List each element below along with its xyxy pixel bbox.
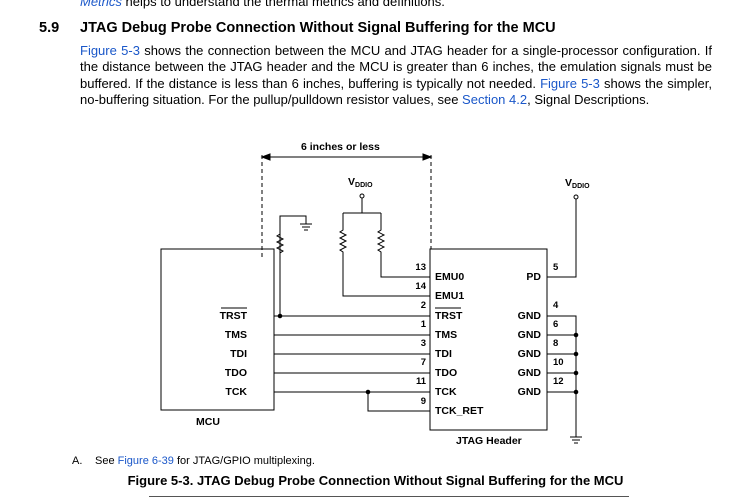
distance-label: 6 inches or less — [301, 141, 380, 153]
pin-number: 5 — [553, 262, 559, 273]
pin-number: 12 — [553, 376, 564, 387]
pin-number: 8 — [553, 338, 558, 349]
paragraph-text: shows the simpler, no-buffering situatio… — [80, 75, 712, 107]
arrow-head-left — [260, 153, 271, 161]
header-pin-gnd: GND — [518, 367, 542, 379]
emu1-pullup-resistor-icon — [338, 213, 430, 297]
pin-number: 4 — [553, 300, 559, 311]
section-number: 5.9 — [39, 20, 60, 36]
tck-ret-wire — [367, 392, 430, 412]
vddio-label: VDDIO — [348, 176, 373, 189]
paragraph-text: shows the connection between the MCU and… — [80, 43, 712, 91]
header-pin-trst: TRST — [435, 310, 463, 322]
pulldown-resistor-icon — [275, 233, 285, 254]
pin-number: 11 — [416, 376, 427, 387]
junction-dot — [365, 389, 371, 395]
header-pin-tck-ret: TCK_RET — [435, 405, 484, 417]
paragraph-text: , Signal Descriptions. — [527, 91, 650, 107]
header-pin-gnd: GND — [518, 348, 542, 360]
header-pin-tck: TCK — [435, 386, 457, 398]
figure-link[interactable]: Figure 5-3 — [80, 43, 140, 58]
pin-number: 13 — [415, 262, 426, 273]
mcu-pin-tck: TCK — [225, 386, 247, 398]
header-pin-emu1: EMU1 — [435, 290, 464, 302]
pin-number: 14 — [415, 281, 426, 292]
header-pin-gnd: GND — [518, 310, 542, 322]
header-pin-tdi: TDI — [435, 348, 452, 360]
header-pin-gnd: GND — [518, 386, 542, 398]
pin-number: 10 — [553, 357, 564, 368]
note-text: for JTAG/GPIO multiplexing. — [173, 455, 315, 467]
figure-note: A. See Figure 6-39 for JTAG/GPIO multiple… — [72, 455, 315, 467]
mcu-pin-tms: TMS — [225, 329, 247, 341]
pin-number: 1 — [421, 319, 427, 330]
pulldown-wire-top — [279, 215, 307, 234]
section-link[interactable]: Section 4.2 — [462, 91, 528, 107]
note-letter: A. — [72, 455, 83, 467]
vddio-terminal-icon — [359, 193, 365, 199]
pin-number: 9 — [421, 396, 426, 407]
pin-number: 6 — [553, 319, 558, 330]
figure-link[interactable]: Figure 5-3 — [540, 75, 600, 91]
jtag-header-box — [429, 248, 548, 431]
mcu-pin-tdo: TDO — [225, 367, 247, 379]
pin-number: 2 — [421, 300, 426, 311]
previous-text: helps to understand the thermal metrics … — [121, 0, 445, 9]
figure-caption: Figure 5-3. JTAG Debug Probe Connection … — [127, 473, 624, 488]
header-pin-pd: PD — [526, 271, 541, 283]
emu0-pullup-resistor-icon — [376, 213, 430, 278]
section-title: JTAG Debug Probe Connection Without Sign… — [80, 20, 556, 36]
mcu-pin-tdi: TDI — [230, 348, 247, 360]
jtag-header-label: JTAG Header — [456, 435, 522, 447]
pin-number: 3 — [421, 338, 426, 349]
vddio-terminal-icon-right — [573, 194, 579, 200]
header-pin-tms: TMS — [435, 329, 457, 341]
mcu-pin-trst: TRST — [220, 310, 248, 322]
previous-text-fragment: Metrics helps to understand the thermal … — [80, 0, 445, 9]
metrics-link[interactable]: Metrics — [80, 0, 122, 9]
gnd-bus — [547, 315, 577, 437]
divider — [149, 496, 629, 497]
header-pin-tdo: TDO — [435, 367, 457, 379]
note-text: See — [95, 455, 118, 467]
header-pin-emu0: EMU0 — [435, 271, 464, 283]
pin-number: 7 — [421, 357, 426, 368]
mcu-box — [160, 248, 275, 411]
figure-6-39-link[interactable]: Figure 6-39 — [117, 455, 174, 467]
header-pin-gnd: GND — [518, 329, 542, 341]
body-paragraph: Figure 5-3 shows the connection between … — [80, 43, 712, 108]
mcu-label: MCU — [196, 416, 220, 428]
pd-wire — [547, 199, 577, 278]
arrow-head-right — [422, 153, 433, 161]
vddio-label-right: VDDIO — [565, 177, 590, 190]
